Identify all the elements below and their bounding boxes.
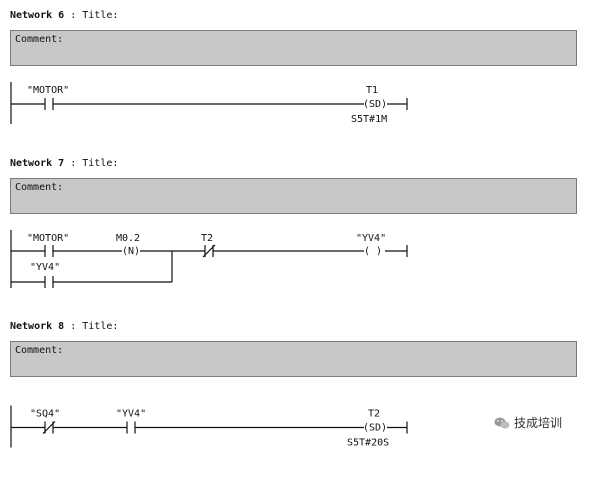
watermark-text: 技成培训 — [514, 416, 563, 430]
watermark: 技成培训 — [494, 414, 562, 431]
network-6-header: Network 6 : Title: — [10, 10, 118, 21]
coil-symbol[interactable]: ( ) — [364, 246, 382, 257]
network-7-header: Network 7 : Title: — [10, 158, 118, 169]
coil-value: S5T#1M — [351, 114, 387, 125]
coil-value: S5T#20S — [347, 438, 389, 449]
network-8-label: Network 8 — [10, 321, 65, 332]
contact-label: "SQ4" — [30, 409, 60, 420]
branch-contact-label: "YV4" — [30, 262, 60, 273]
contact-label: "MOTOR" — [27, 85, 69, 96]
network-7-title: : Title: — [70, 158, 119, 169]
coil-name: T1 — [366, 85, 378, 96]
contact-label: "YV4" — [116, 409, 146, 420]
network-6-rung: "MOTOR" T1 (SD) S5T#1M — [10, 82, 408, 125]
coil-symbol[interactable]: (SD) — [363, 99, 387, 110]
contact-label: T2 — [201, 233, 213, 244]
contact-no[interactable] — [44, 98, 54, 110]
network-8-comment-box[interactable]: Comment: — [10, 341, 577, 377]
network-7-label: Network 7 — [10, 158, 65, 169]
network-8-comment-label: Comment: — [15, 345, 64, 356]
network-8-title: : Title: — [70, 321, 119, 332]
contact-no[interactable] — [126, 421, 136, 434]
coil-name: T2 — [368, 409, 380, 420]
coil-name: "YV4" — [356, 233, 386, 244]
network-8-header: Network 8 : Title: — [10, 321, 118, 332]
wechat-icon — [494, 417, 510, 429]
network-6-title: : Title: — [70, 10, 119, 21]
network-6-comment-label: Comment: — [15, 34, 64, 45]
edge-symbol[interactable]: (N) — [122, 246, 140, 257]
network-7-rung: "MOTOR" M0.2 (N) T2 "YV4" ( ) "YV4" — [10, 230, 408, 288]
network-8-rung: "SQ4" "YV4" T2 (SD) S5T#20S — [10, 405, 408, 449]
network-6-comment-box[interactable]: Comment: — [10, 30, 577, 66]
coil-symbol[interactable]: (SD) — [363, 423, 387, 434]
network-7-comment-box[interactable]: Comment: — [10, 178, 577, 214]
contact-no[interactable] — [44, 245, 54, 257]
network-6-label: Network 6 — [10, 10, 65, 21]
network-7-comment-label: Comment: — [15, 182, 64, 193]
contact-label: "MOTOR" — [27, 233, 69, 244]
contact-no[interactable] — [44, 276, 54, 288]
edge-name: M0.2 — [116, 233, 140, 244]
